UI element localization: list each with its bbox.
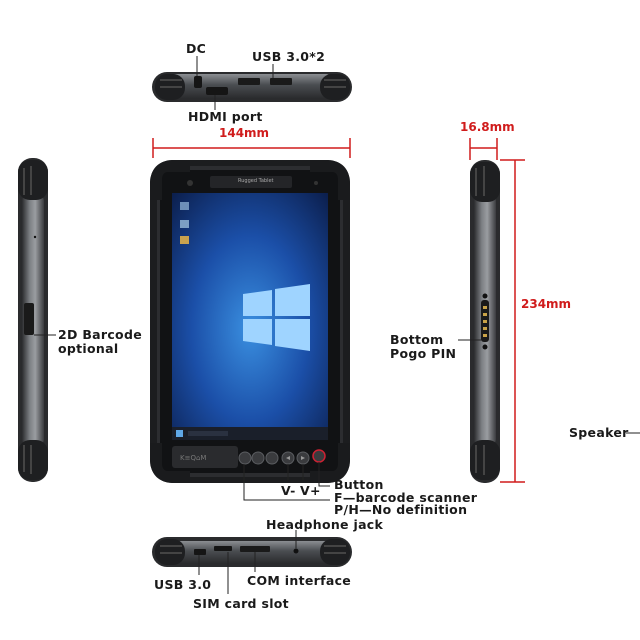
brand-text: Rugged Tablet <box>238 178 274 184</box>
key-2 <box>251 451 265 465</box>
headphone-label: Headphone jack <box>266 517 384 532</box>
speaker-label: Speaker <box>569 425 629 440</box>
ph-key-label: P/H—No definition <box>334 502 468 517</box>
com-label: COM interface <box>247 573 352 588</box>
svg-text:K≡Q⌂M: K≡Q⌂M <box>180 454 206 462</box>
headphone-jack <box>293 548 299 554</box>
power-key <box>312 449 326 463</box>
vplus-label: V+ <box>300 483 321 498</box>
usb-top-label: USB 3.0*2 <box>252 49 326 64</box>
f-key-label: F—barcode scanner <box>334 490 478 505</box>
usb-bottom-port <box>194 549 206 555</box>
depth-value: 16.8mm <box>460 120 515 134</box>
com-port <box>240 546 270 552</box>
barcode-window <box>24 303 34 335</box>
dc-port <box>194 76 202 88</box>
right-side-view <box>470 160 500 483</box>
sim-label: SIM card slot <box>193 596 289 611</box>
hdmi-port <box>206 87 228 95</box>
height-dimension <box>500 159 525 483</box>
barcode-label-line1: 2D Barcode <box>58 327 142 342</box>
width-value: 144mm <box>219 126 270 140</box>
button-label: Button <box>334 477 384 492</box>
usb-port-1 <box>238 78 260 85</box>
pogo-label-line2: Pogo PIN <box>390 346 457 361</box>
usb-bottom-label: USB 3.0 <box>154 577 212 592</box>
sim-slot <box>214 546 232 551</box>
usb-port-2 <box>270 78 292 85</box>
height-value: 234mm <box>521 297 572 311</box>
left-side-view <box>18 158 48 482</box>
bottom-edge-view <box>152 537 352 567</box>
depth-dimension <box>469 138 498 160</box>
windows-logo-icon <box>243 284 310 351</box>
pogo-label-line1: Bottom <box>390 332 444 347</box>
key-f <box>265 451 279 465</box>
dc-label: DC <box>186 41 207 56</box>
key-1 <box>238 451 252 465</box>
front-view: K≡Q⌂M <box>150 160 350 483</box>
screen <box>172 193 328 440</box>
hdmi-label: HDMI port <box>188 109 263 124</box>
top-edge-view <box>152 72 352 102</box>
vminus-label: V- <box>281 483 296 498</box>
barcode-label-line2: optional <box>58 341 119 356</box>
width-dimension <box>152 138 351 158</box>
